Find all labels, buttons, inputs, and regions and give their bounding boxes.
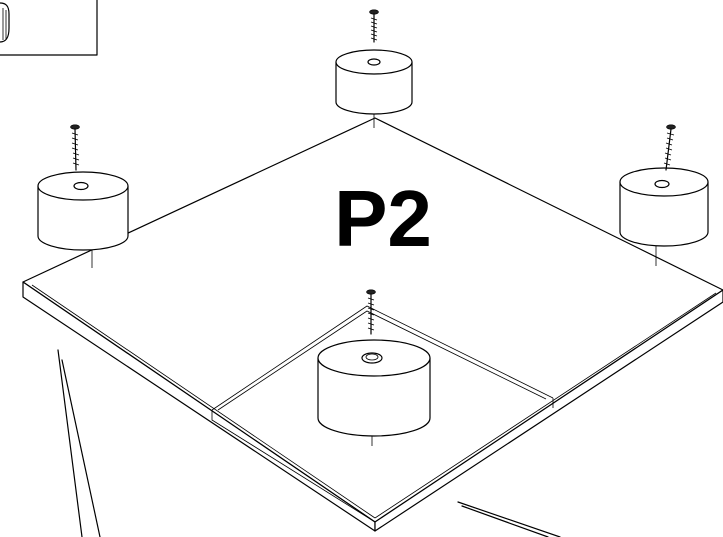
- part-label: P2: [334, 174, 432, 263]
- round-foot-right: [619, 167, 709, 266]
- screw-center: [366, 289, 376, 335]
- round-foot-top: [335, 49, 413, 128]
- round-foot-center: [317, 339, 431, 446]
- leader-lines: [57, 349, 561, 537]
- round-foot-left: [37, 171, 129, 268]
- screw-left: [70, 124, 80, 171]
- inset-screw-icon: [0, 2, 10, 43]
- screw-top: [369, 9, 379, 43]
- inset-detail-box: [0, 0, 98, 56]
- screw-right: [663, 124, 676, 171]
